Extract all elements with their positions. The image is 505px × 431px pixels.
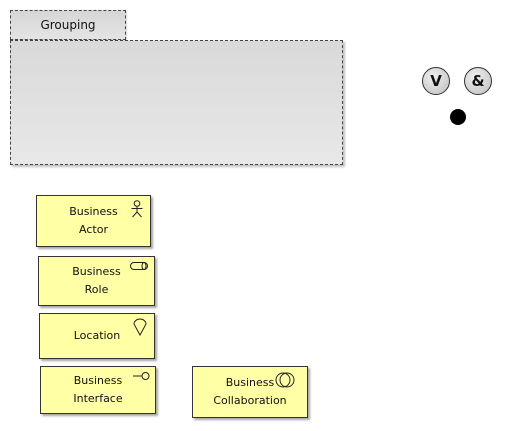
or-junction[interactable]: V — [422, 67, 450, 95]
business-actor-label: Business Actor — [69, 205, 118, 236]
role-icon — [130, 262, 148, 270]
junction-dot[interactable] — [450, 109, 466, 125]
business-actor[interactable]: Business Actor — [36, 195, 151, 247]
location[interactable]: Location — [39, 313, 155, 359]
or-junction-symbol: V — [430, 72, 442, 90]
grouping-tab[interactable]: Grouping — [10, 10, 126, 40]
collaboration-icon — [275, 372, 295, 388]
location-label: Location — [73, 329, 121, 342]
grouping-label: Grouping — [40, 18, 96, 32]
actor-icon — [131, 200, 143, 218]
business-role-label: Business Role — [72, 265, 121, 296]
and-junction-symbol: & — [471, 72, 485, 90]
and-junction[interactable]: & — [464, 67, 492, 95]
business-collaboration[interactable]: Business Collaboration — [192, 366, 308, 418]
business-interface-label: Business Interface — [73, 374, 123, 405]
grouping-body[interactable] — [10, 40, 343, 165]
business-collaboration-label: Business Collaboration — [213, 376, 287, 407]
business-interface[interactable]: Business Interface — [40, 366, 156, 414]
business-role[interactable]: Business Role — [38, 256, 155, 306]
location-pin-icon — [133, 318, 147, 336]
interface-icon — [133, 372, 150, 380]
